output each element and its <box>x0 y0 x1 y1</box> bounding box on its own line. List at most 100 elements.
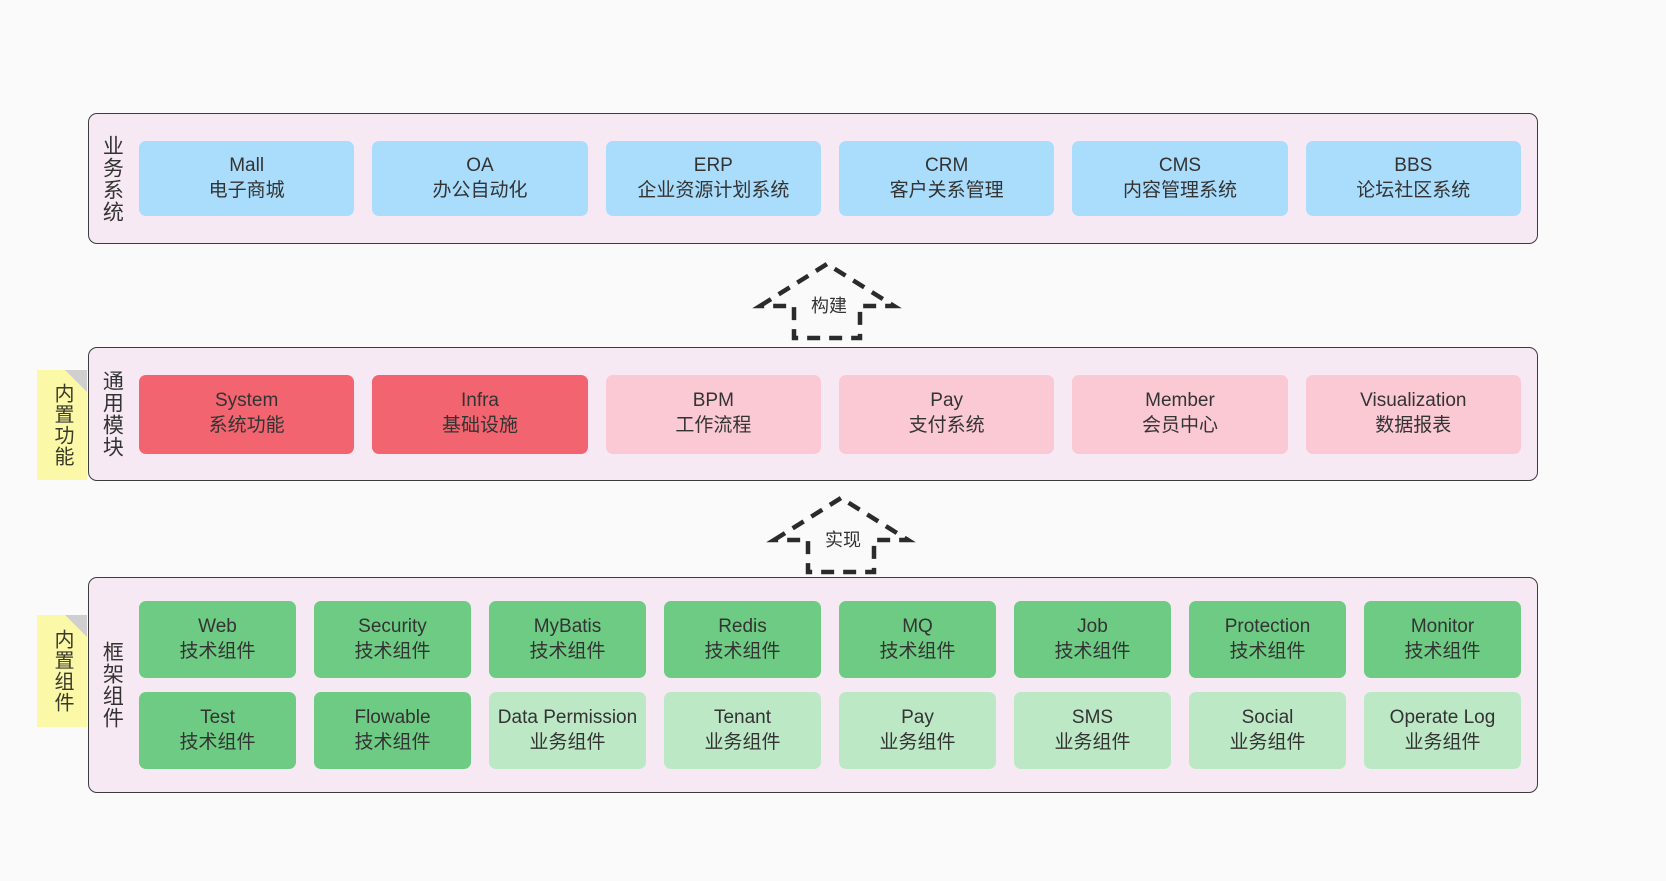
arrow-build <box>752 260 902 342</box>
node-security[interactable]: Security 技术组件 <box>314 601 471 678</box>
node-mybatis[interactable]: MyBatis 技术组件 <box>489 601 646 678</box>
node-title: MQ <box>902 615 933 637</box>
node-data-permission[interactable]: Data Permission 业务组件 <box>489 692 646 769</box>
sticky-note-builtin-component: 内置组件 <box>37 615 87 727</box>
node-title: Data Permission <box>497 706 638 728</box>
node-title: Infra <box>460 390 499 412</box>
node-title: CRM <box>925 154 969 176</box>
node-subtitle: 技术组件 <box>354 731 431 753</box>
node-subtitle: 技术组件 <box>1054 640 1131 662</box>
node-row: System 系统功能 Infra 基础设施 BPM 工作流程 Pay 支付系统… <box>139 374 1521 454</box>
node-bpm[interactable]: BPM 工作流程 <box>605 374 821 454</box>
layer-body-framework-component: Web 技术组件 Security 技术组件 MyBatis 技术组件 Redi… <box>133 578 1537 792</box>
arrow-implement-label: 实现 <box>825 530 861 550</box>
node-monitor[interactable]: Monitor 技术组件 <box>1364 601 1521 678</box>
node-tenant[interactable]: Tenant 业务组件 <box>664 692 821 769</box>
node-subtitle: 业务组件 <box>1404 731 1481 753</box>
node-subtitle: 技术组件 <box>704 640 781 662</box>
layer-body-business-system: Mall 电子商城 OA 办公自动化 ERP 企业资源计划系统 CRM 客户关系… <box>133 114 1537 243</box>
layer-label-business-system: 业务系统 <box>100 134 124 223</box>
node-row: Mall 电子商城 OA 办公自动化 ERP 企业资源计划系统 CRM 客户关系… <box>139 141 1521 216</box>
node-oa[interactable]: OA 办公自动化 <box>372 141 588 216</box>
node-crm[interactable]: CRM 客户关系管理 <box>838 141 1055 216</box>
node-subtitle: 业务组件 <box>1054 731 1131 753</box>
node-member[interactable]: Member 会员中心 <box>1072 374 1288 454</box>
node-title: Member <box>1145 390 1215 412</box>
node-title: Operate Log <box>1389 706 1496 728</box>
node-title: Tenant <box>713 706 772 728</box>
node-erp[interactable]: ERP 企业资源计划系统 <box>605 141 821 216</box>
node-infra[interactable]: Infra 基础设施 <box>372 374 588 454</box>
node-subtitle: 业务组件 <box>879 731 956 753</box>
node-subtitle: 技术组件 <box>354 640 431 662</box>
sticky-note-builtin-function: 内置功能 <box>37 370 87 480</box>
node-title: Pay <box>901 706 934 728</box>
note-fold-corner-icon <box>65 615 87 637</box>
layer-body-common-module: System 系统功能 Infra 基础设施 BPM 工作流程 Pay 支付系统… <box>133 348 1537 480</box>
node-pay-module[interactable]: Pay 支付系统 <box>838 374 1055 454</box>
sticky-note-text: 内置功能 <box>51 383 73 467</box>
node-title: Social <box>1241 706 1294 728</box>
node-subtitle: 技术组件 <box>1404 640 1481 662</box>
node-job[interactable]: Job 技术组件 <box>1014 601 1171 678</box>
node-subtitle: 业务组件 <box>1229 731 1306 753</box>
node-title: SMS <box>1071 706 1114 728</box>
layer-common-module: 通用模块 System 系统功能 Infra 基础设施 BPM 工作流程 Pay… <box>88 347 1538 481</box>
node-title: Test <box>200 706 235 728</box>
node-row: Test 技术组件 Flowable 技术组件 Data Permission … <box>139 692 1521 769</box>
layer-label-framework-component: 框架组件 <box>100 641 124 729</box>
node-social[interactable]: Social 业务组件 <box>1189 692 1346 769</box>
node-protection[interactable]: Protection 技术组件 <box>1189 601 1346 678</box>
node-subtitle: 技术组件 <box>179 640 256 662</box>
node-subtitle: 基础设施 <box>441 415 518 436</box>
node-operate-log[interactable]: Operate Log 业务组件 <box>1364 692 1521 769</box>
node-subtitle: 技术组件 <box>879 640 956 662</box>
node-title: Job <box>1077 615 1108 637</box>
node-title: Protection <box>1224 615 1311 637</box>
node-subtitle: 技术组件 <box>529 640 606 662</box>
layer-business-system: 业务系统 Mall 电子商城 OA 办公自动化 ERP 企业资源计划系统 CRM… <box>88 113 1538 244</box>
node-subtitle: 会员中心 <box>1141 415 1218 436</box>
node-subtitle: 论坛社区系统 <box>1356 179 1471 201</box>
node-title: Web <box>198 615 237 637</box>
node-subtitle: 业务组件 <box>704 731 781 753</box>
node-system[interactable]: System 系统功能 <box>139 374 355 454</box>
arrow-build-label: 构建 <box>811 296 847 316</box>
node-title: MyBatis <box>533 615 602 637</box>
node-visualization[interactable]: Visualization 数据报表 <box>1305 374 1521 454</box>
node-subtitle: 技术组件 <box>1229 640 1306 662</box>
layer-label-common-module: 通用模块 <box>100 370 124 458</box>
node-mall[interactable]: Mall 电子商城 <box>139 141 355 216</box>
node-subtitle: 数据报表 <box>1375 415 1452 436</box>
node-title: Security <box>358 615 427 637</box>
layer-framework-component: 框架组件 Web 技术组件 Security 技术组件 MyBatis 技术组件… <box>88 577 1538 793</box>
node-subtitle: 客户关系管理 <box>889 179 1004 201</box>
node-subtitle: 办公自动化 <box>432 179 528 201</box>
node-mq[interactable]: MQ 技术组件 <box>839 601 996 678</box>
node-title: ERP <box>693 154 733 176</box>
node-subtitle: 企业资源计划系统 <box>637 179 790 201</box>
node-redis[interactable]: Redis 技术组件 <box>664 601 821 678</box>
node-test[interactable]: Test 技术组件 <box>139 692 296 769</box>
node-title: CMS <box>1158 154 1202 176</box>
arrow-implement <box>766 494 916 576</box>
node-title: BPM <box>692 390 734 412</box>
node-web[interactable]: Web 技术组件 <box>139 601 296 678</box>
node-subtitle: 工作流程 <box>675 415 752 436</box>
arrow-implement-shape <box>766 495 916 575</box>
node-sms[interactable]: SMS 业务组件 <box>1014 692 1171 769</box>
node-subtitle: 支付系统 <box>908 415 985 436</box>
node-title: Flowable <box>354 706 431 728</box>
node-title: Visualization <box>1360 390 1467 412</box>
node-title: Monitor <box>1410 615 1475 637</box>
node-subtitle: 电子商城 <box>208 179 285 201</box>
node-cms[interactable]: CMS 内容管理系统 <box>1072 141 1288 216</box>
node-title: System <box>214 390 279 412</box>
node-subtitle: 技术组件 <box>179 731 256 753</box>
note-fold-corner-icon <box>65 370 87 392</box>
node-pay-component[interactable]: Pay 业务组件 <box>839 692 996 769</box>
node-subtitle: 内容管理系统 <box>1122 179 1237 201</box>
node-bbs[interactable]: BBS 论坛社区系统 <box>1305 141 1521 216</box>
node-flowable[interactable]: Flowable 技术组件 <box>314 692 471 769</box>
